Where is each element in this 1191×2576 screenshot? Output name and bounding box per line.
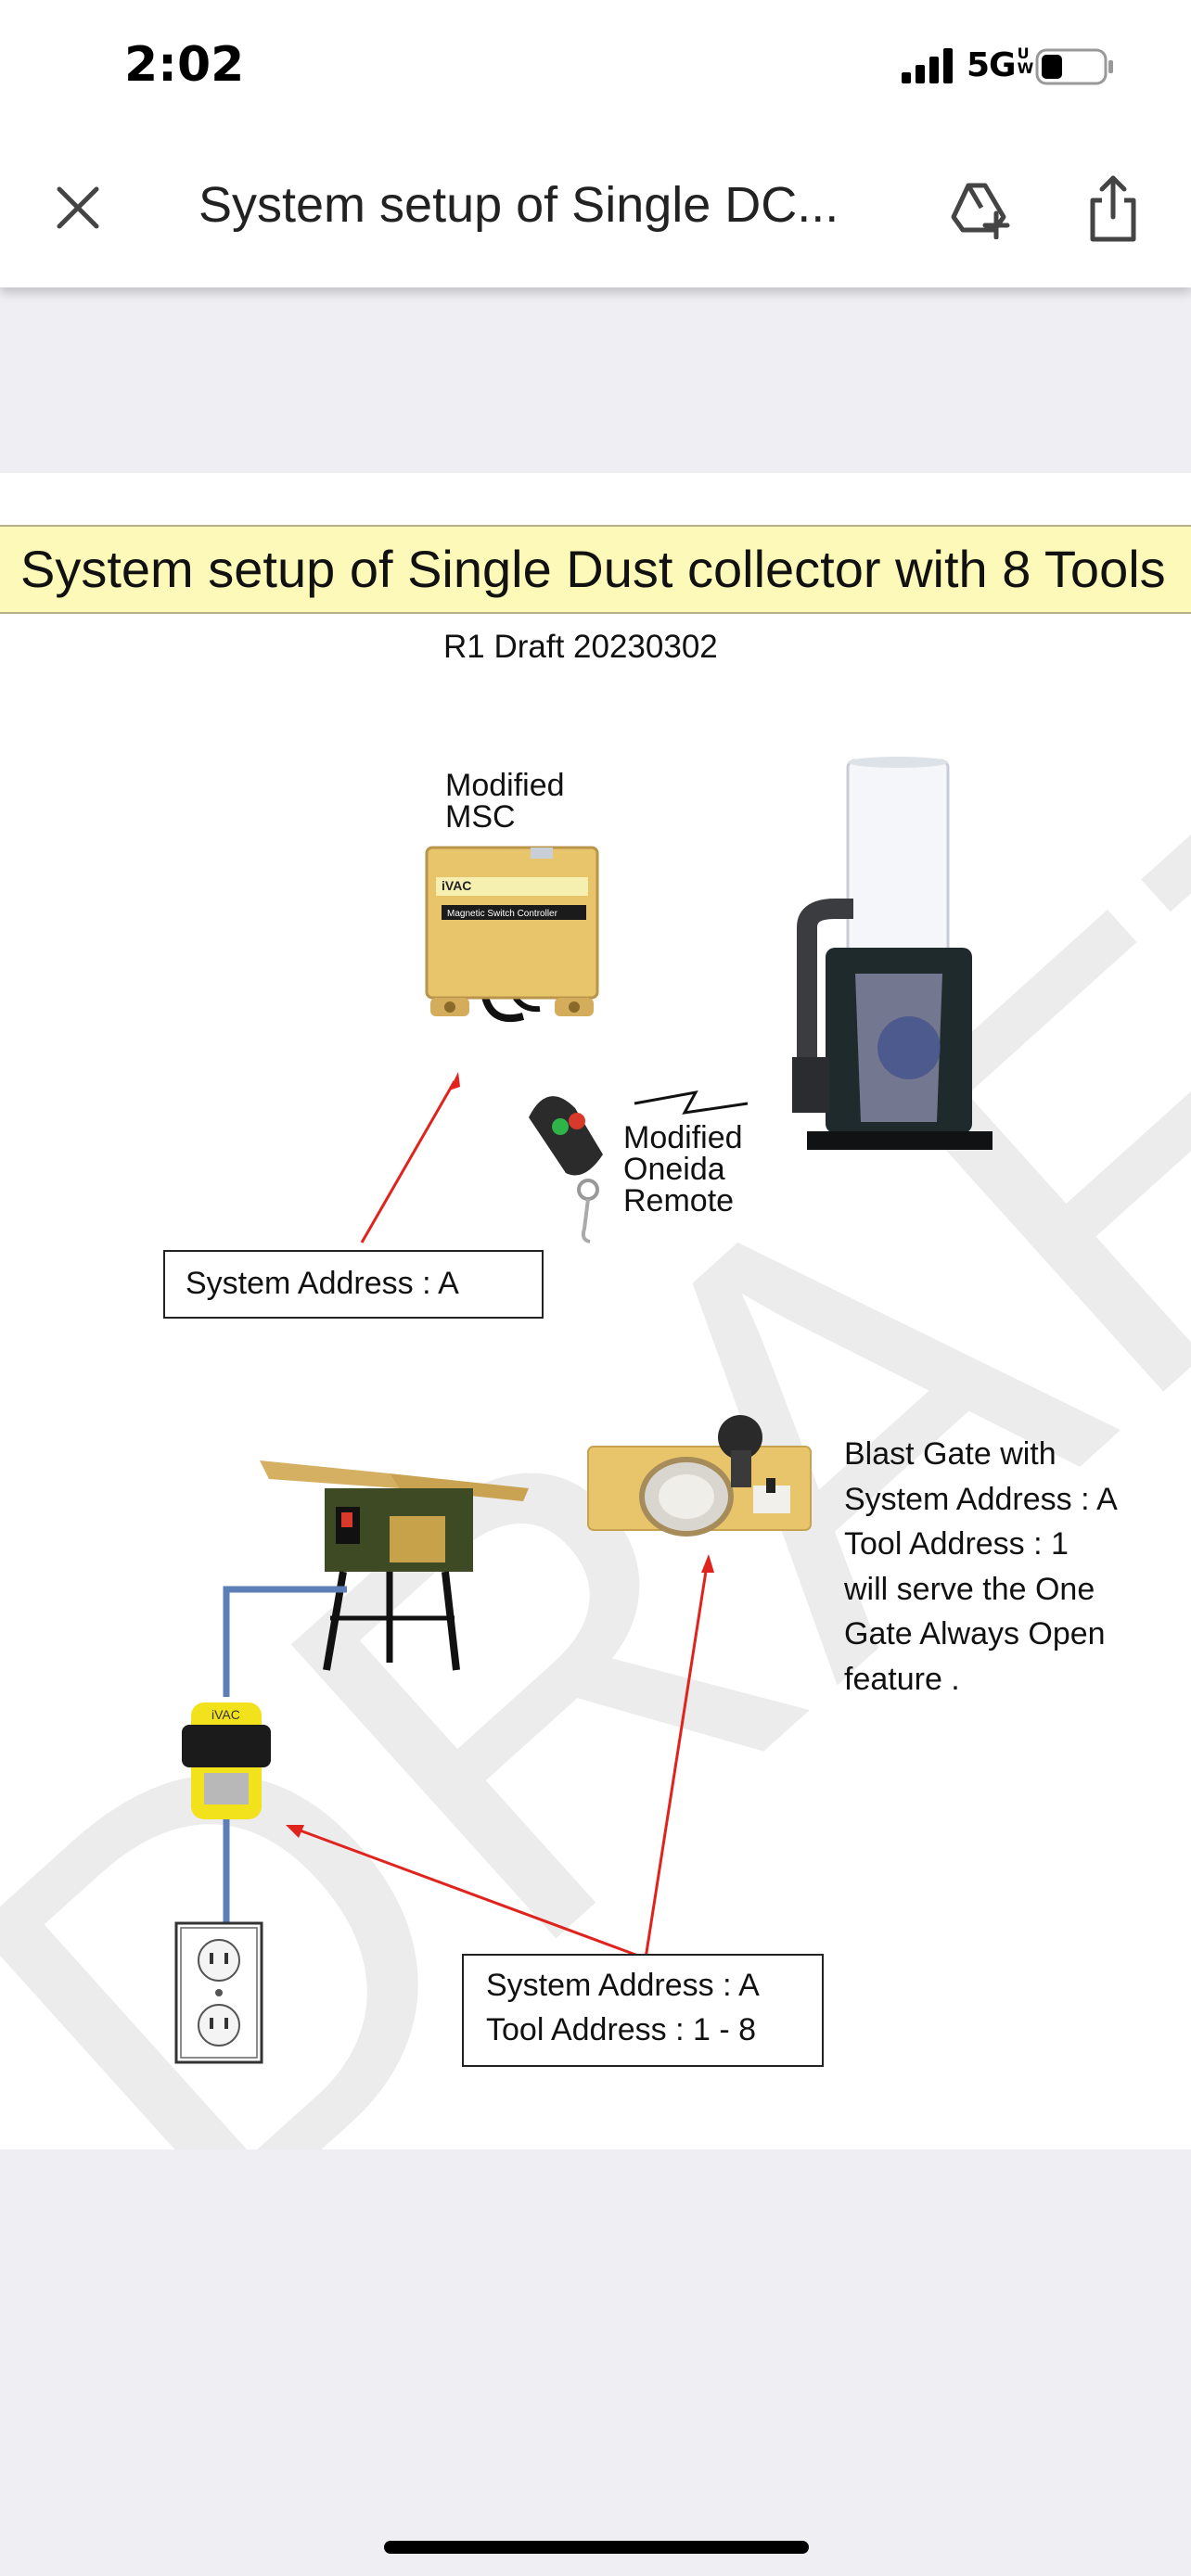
oneida-remote-image: [529, 1096, 603, 1243]
share-icon[interactable]: [1085, 172, 1141, 243]
system-address-box: System Address : A: [163, 1250, 544, 1319]
magnetic-switch-controller-image: iVAC Magnetic Switch Controller: [425, 846, 599, 1023]
tool-address-box: System Address : A Tool Address : 1 - 8: [462, 1954, 824, 2067]
msc-label: Modified MSC: [445, 768, 565, 835]
remote-label: Modified Oneida Remote: [623, 1120, 743, 1218]
address-arrows-tools: [286, 1554, 714, 1960]
tool-switch-image: iVAC: [182, 1702, 271, 1819]
add-to-drive-icon[interactable]: [948, 176, 1011, 239]
svg-text:iVAC: iVAC: [211, 1707, 240, 1722]
blast-gate-label: Blast Gate with System Address : A Tool …: [844, 1436, 1118, 1697]
close-icon[interactable]: [52, 182, 104, 234]
blast-gate-image: [587, 1415, 812, 1537]
document-page: DRAFT System setup of Single Dust collec…: [0, 473, 1191, 2149]
dust-collector-image: [792, 757, 992, 1150]
jointer-tool-image: [260, 1460, 529, 1671]
status-time: 2:02: [124, 37, 245, 93]
battery-icon: [1035, 48, 1113, 85]
draft-watermark: DRAFT: [0, 555, 1191, 2149]
document-title: System setup of Single DC...: [198, 177, 839, 233]
svg-text:Magnetic Switch Controller: Magnetic Switch Controller: [447, 909, 558, 919]
svg-text:iVAC: iVAC: [442, 878, 471, 893]
home-indicator[interactable]: [384, 2541, 809, 2554]
wireless-signal-icon: [634, 1090, 749, 1115]
wall-outlet-image: [174, 1921, 263, 2064]
banner-title: System setup of Single Dust collector wi…: [20, 540, 1166, 598]
title-banner: System setup of Single Dust collector wi…: [0, 525, 1191, 614]
address-arrow-msc: [360, 1072, 460, 1243]
cellular-signal-icon: [902, 48, 953, 83]
draft-subtitle: R1 Draft 20230302: [443, 629, 718, 665]
